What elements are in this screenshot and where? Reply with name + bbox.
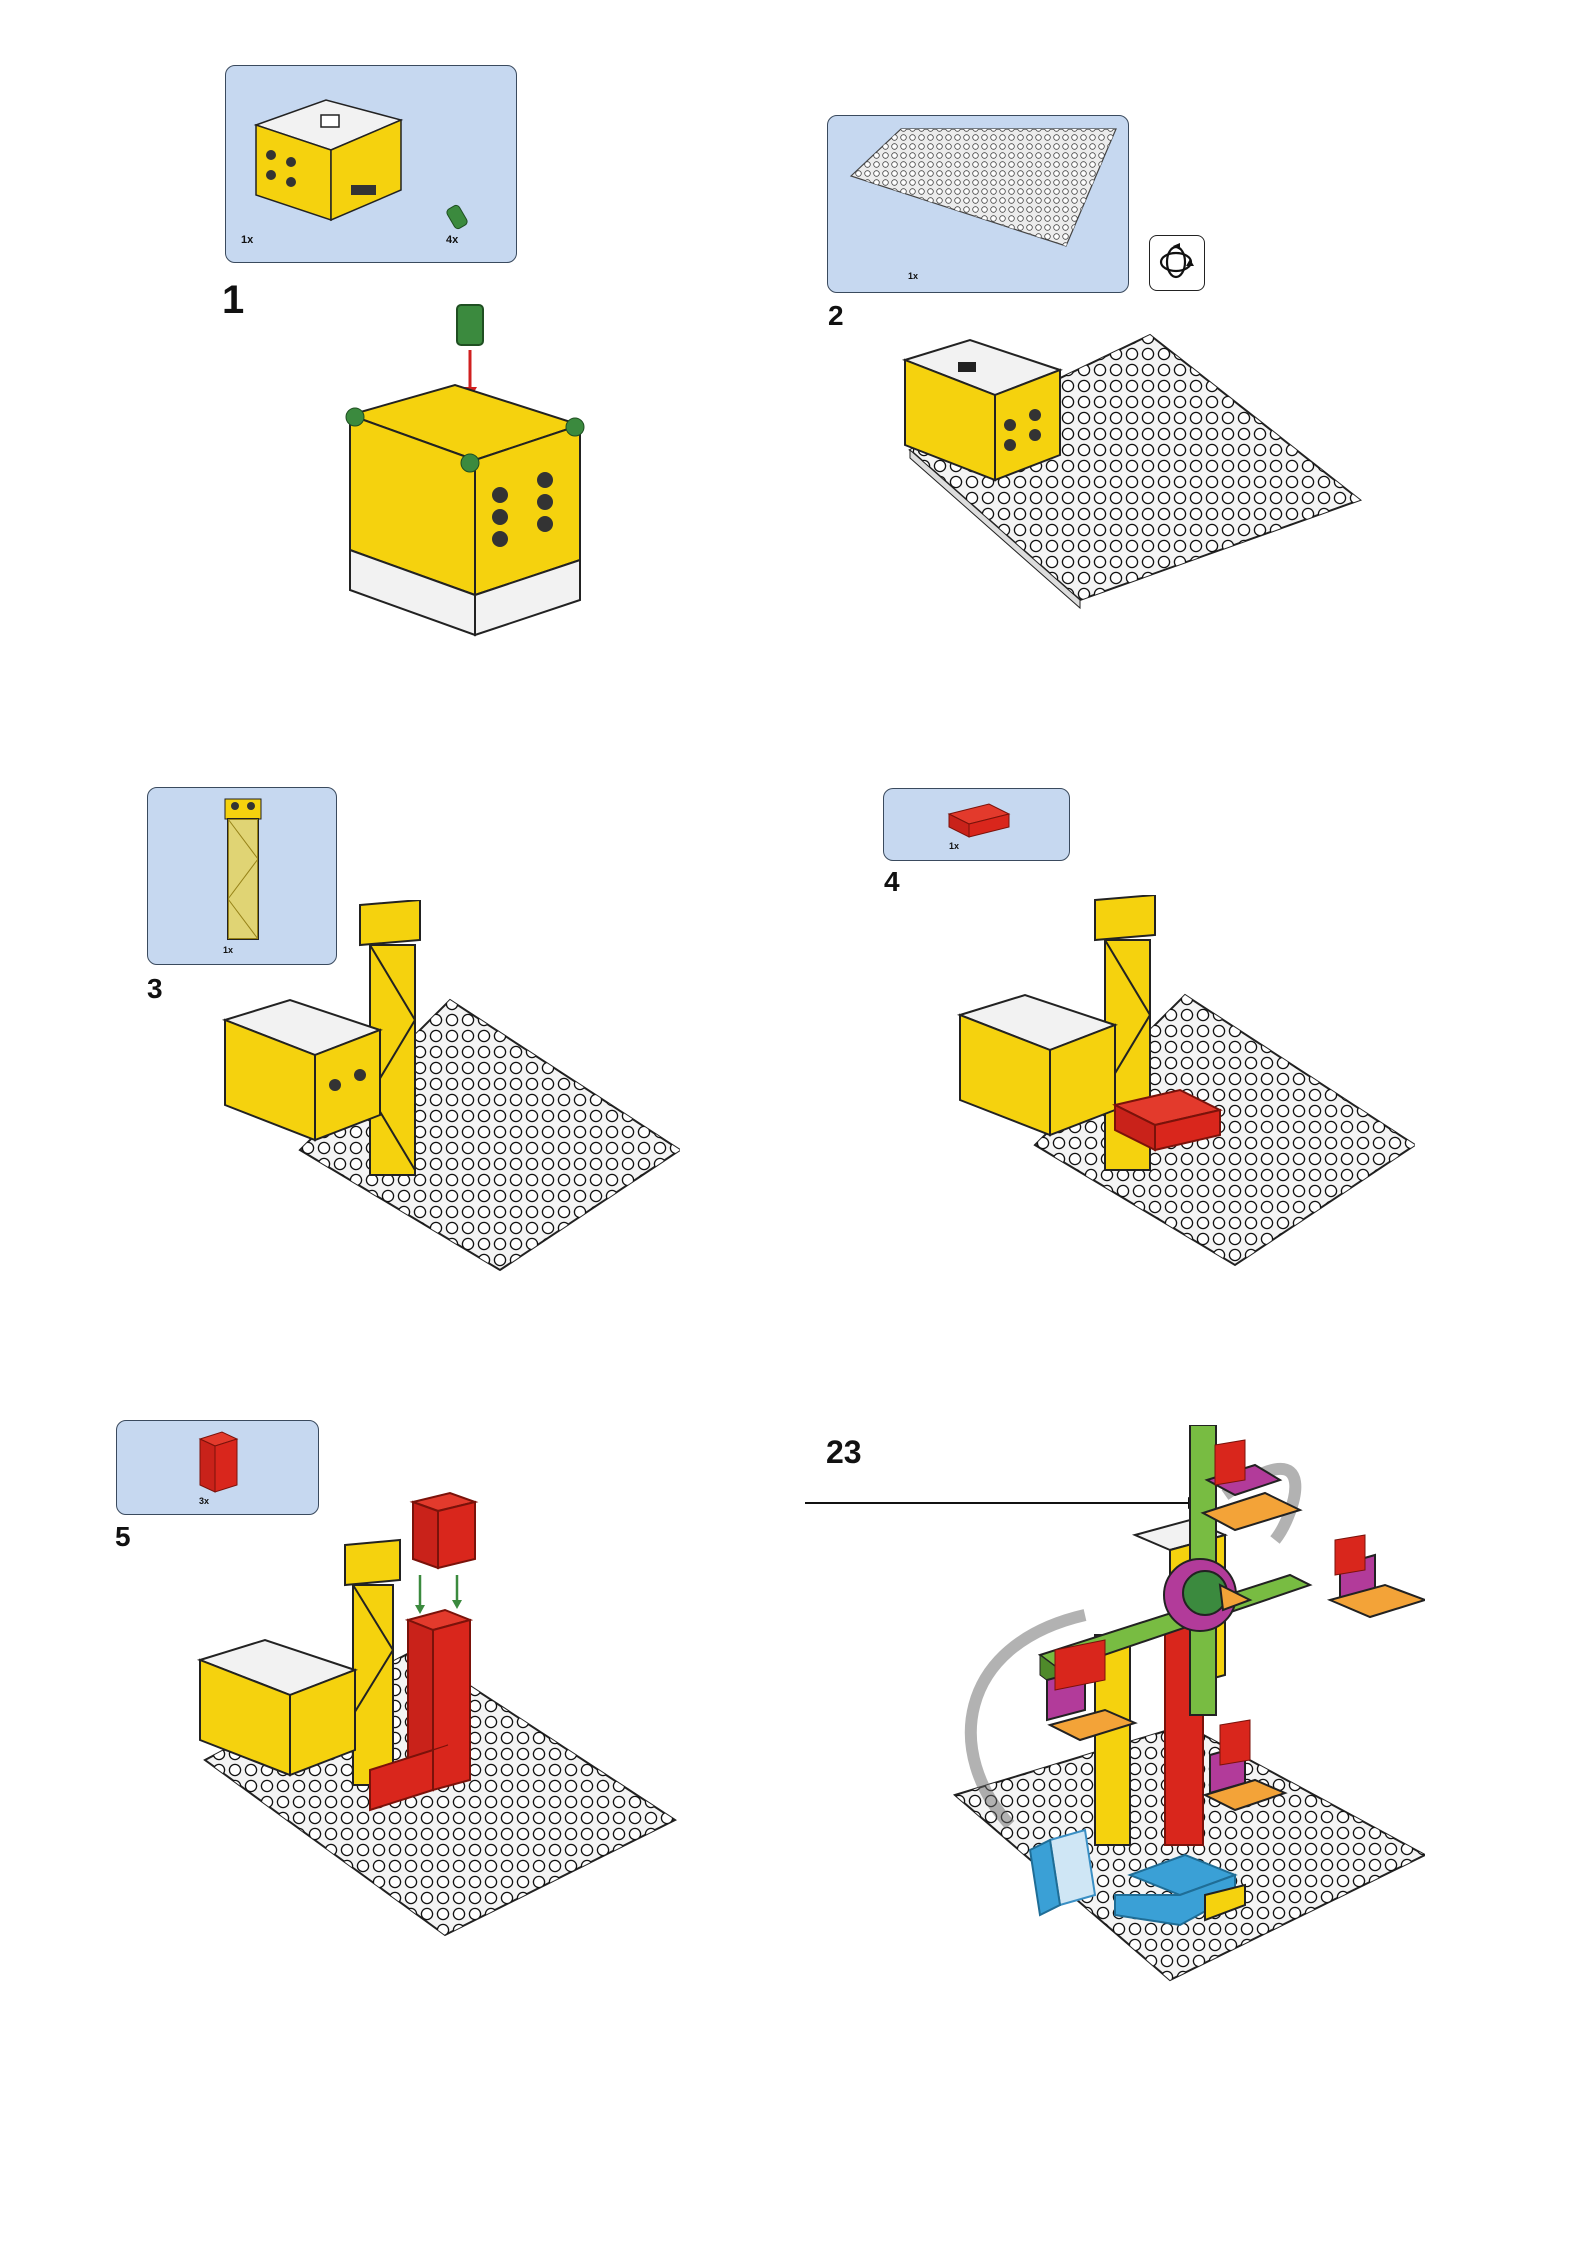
yellow-lattice-tower-part-icon <box>224 798 262 940</box>
rotate-model-icon <box>1149 235 1205 291</box>
step-2-parts-box: 1x <box>827 115 1129 293</box>
step-1-illustration <box>345 304 585 637</box>
hub-part-icon <box>253 99 404 222</box>
part-qty-red-brick: 1x <box>949 841 960 851</box>
part-qty-hub: 1x <box>241 234 254 246</box>
step-1-parts-box: 1x 4x <box>225 65 517 263</box>
red-brick-2x2-part-icon <box>198 1431 239 1493</box>
step-3-illustration <box>221 900 680 1272</box>
step-5-illustration <box>196 1491 678 1937</box>
part-qty-tower: 1x <box>223 945 234 955</box>
step-number-5: 5 <box>115 1521 131 1552</box>
step-4-illustration <box>956 895 1415 1267</box>
green-connector-peg-icon <box>446 204 468 230</box>
white-baseplate-part-icon <box>849 128 1117 247</box>
step-2-illustration <box>901 333 1363 610</box>
step-number-3: 3 <box>147 973 163 1004</box>
red-brick-2x4-part-icon <box>947 803 1011 838</box>
step-3-parts-box: 1x <box>147 787 337 965</box>
step-23-illustration <box>952 1425 1425 1982</box>
step-number-4: 4 <box>884 866 900 897</box>
step-number-23: 23 <box>826 1434 862 1470</box>
step-number-2: 2 <box>828 300 844 331</box>
step-number-1: 1 <box>222 278 245 322</box>
step-5-parts-box: 3x <box>116 1420 319 1515</box>
part-qty-red-brick-2x2: 3x <box>199 1496 210 1506</box>
part-qty-baseplate: 1x <box>908 271 919 281</box>
part-qty-connector: 4x <box>446 234 459 246</box>
step-4-parts-box: 1x <box>883 788 1070 861</box>
